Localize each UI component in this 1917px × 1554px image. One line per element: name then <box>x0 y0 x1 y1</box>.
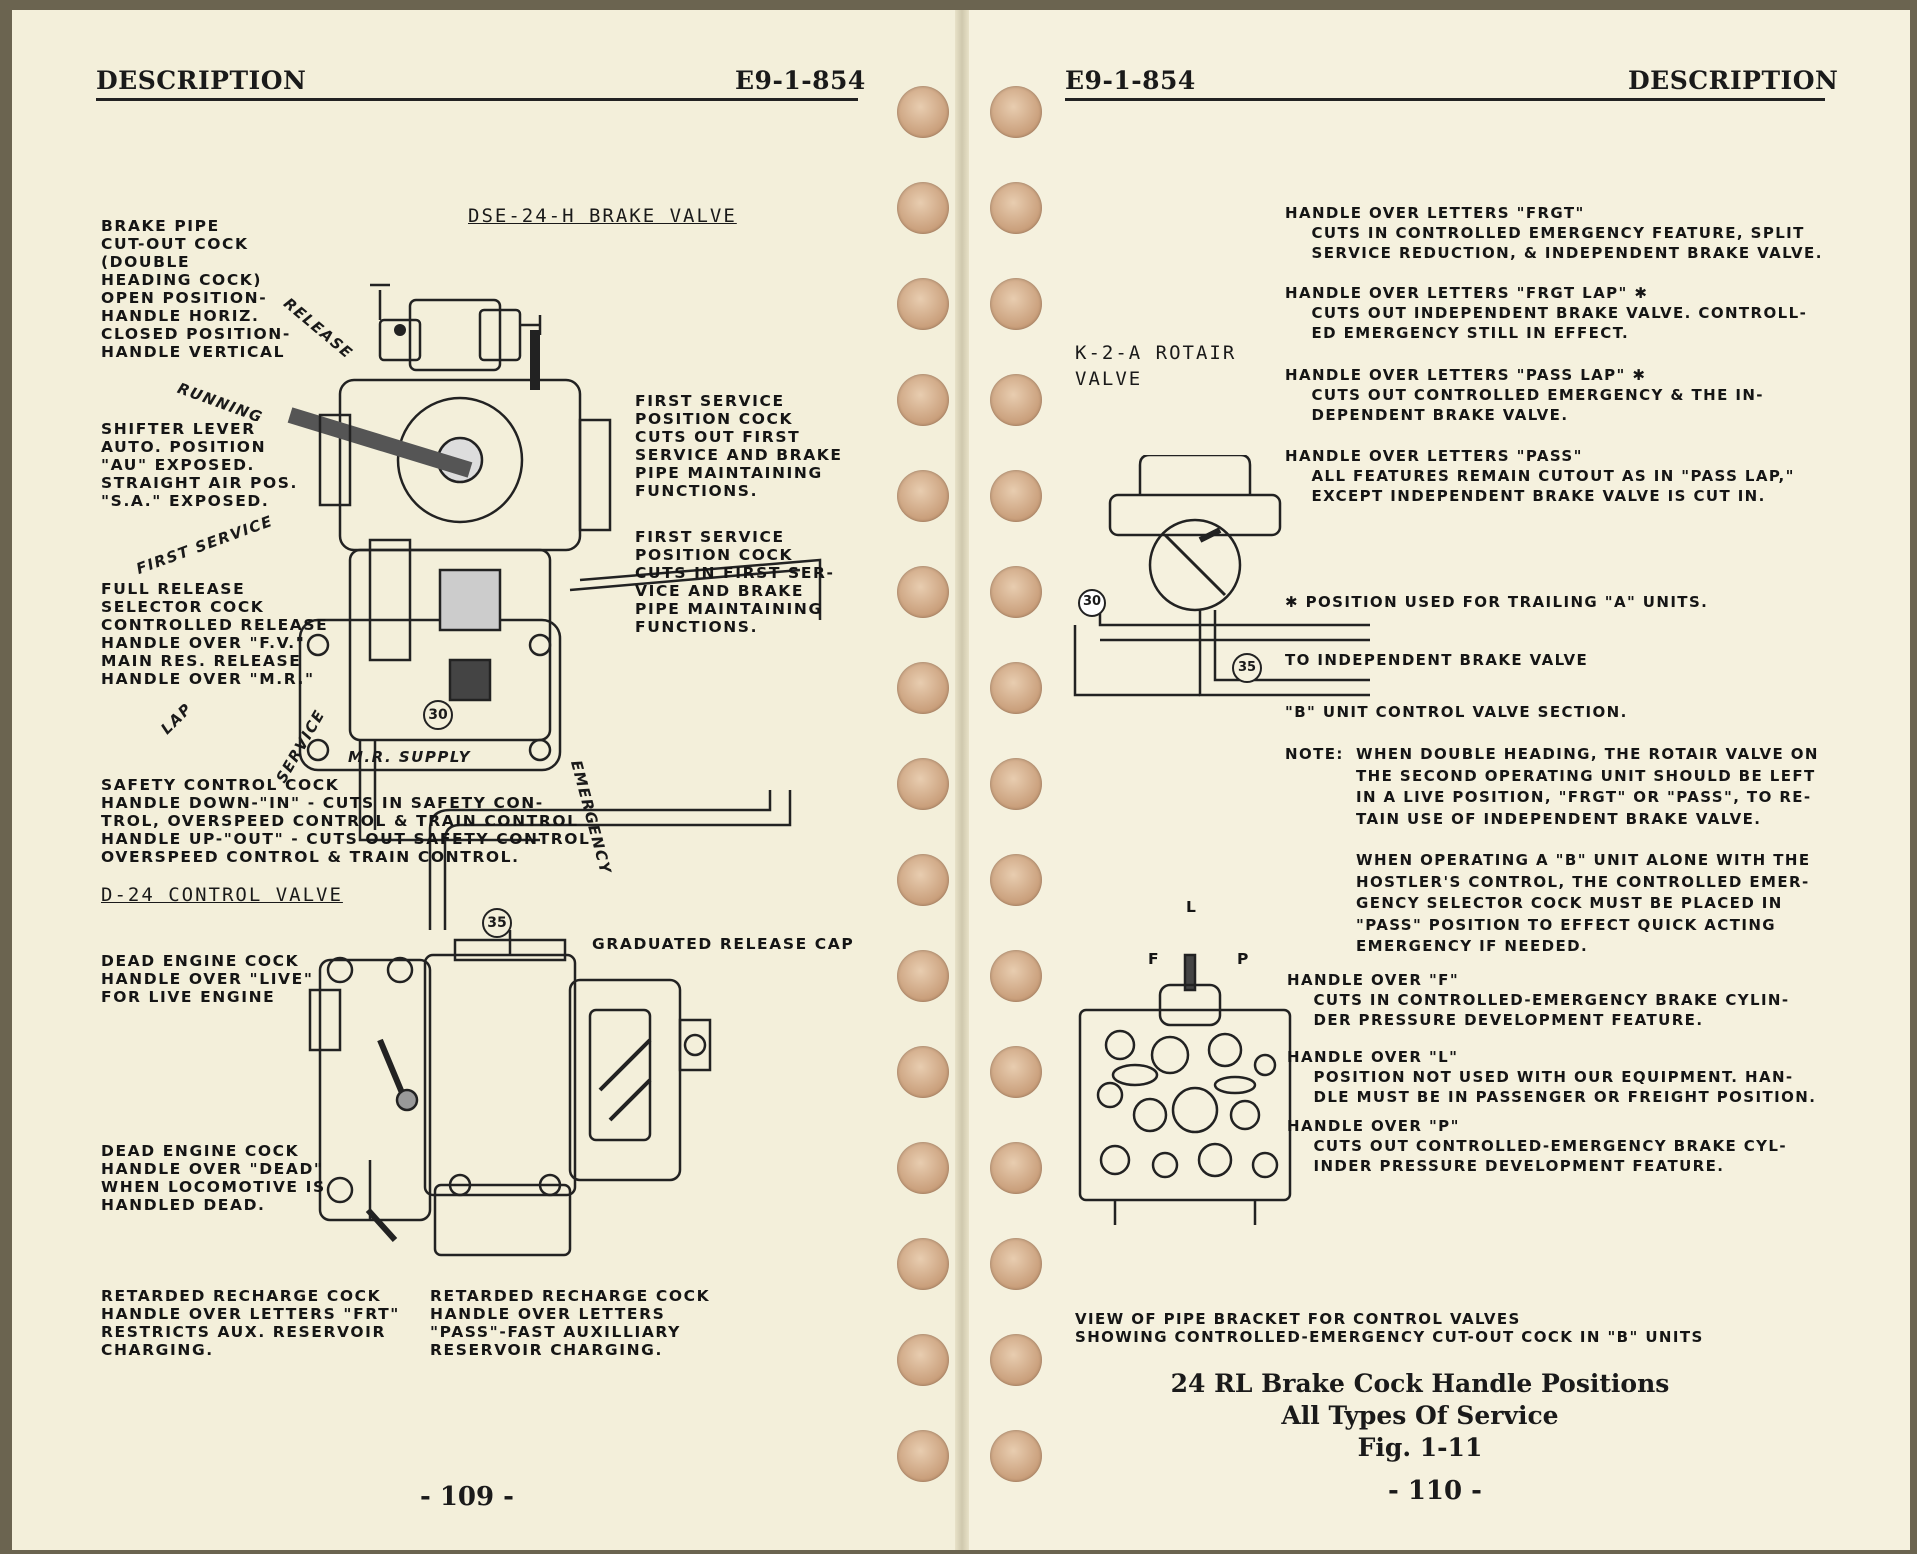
dead-engine-cock-dead: DEAD ENGINE COCK HANDLE OVER "DEAD" WHEN… <box>101 1142 326 1214</box>
trailing-units-note: ✱ POSITION USED FOR TRAILING "A" UNITS. <box>1285 593 1709 611</box>
figure-subtitle: All Types Of Service <box>1281 1401 1559 1430</box>
bracket-letter-l: L <box>1186 898 1198 916</box>
left-header-title: DESCRIPTION <box>96 66 307 95</box>
note-label: NOTE: <box>1285 745 1344 763</box>
handle-over-f: HANDLE OVER "F" CUTS IN CONTROLLED-EMERG… <box>1287 971 1790 1029</box>
safety-control-cock: SAFETY CONTROL COCK HANDLE DOWN-"IN" - C… <box>101 776 591 866</box>
right-header-code: E9-1-854 <box>1065 66 1196 95</box>
left-page <box>12 10 962 1550</box>
first-service-cock-cut-out: FIRST SERVICE POSITION COCK CUTS OUT FIR… <box>635 392 843 500</box>
handle-frgt: HANDLE OVER LETTERS "FRGT" CUTS IN CONTR… <box>1285 204 1823 262</box>
handle-pass-lap: HANDLE OVER LETTERS "PASS LAP" ✱ CUTS OU… <box>1285 366 1764 424</box>
brake-pipe-cutout-cock: BRAKE PIPE CUT-OUT COCK (DOUBLE HEADING … <box>101 217 291 361</box>
retarded-recharge-pass: RETARDED RECHARGE COCK HANDLE OVER LETTE… <box>430 1287 711 1359</box>
first-service-cock-cut-in: FIRST SERVICE POSITION COCK CUTS IN FIRS… <box>635 528 835 636</box>
d-24-title: D-24 CONTROL VALVE <box>101 884 343 906</box>
to-independent-brake-valve: TO INDEPENDENT BRAKE VALVE <box>1285 651 1589 669</box>
right-header-rule <box>1065 98 1825 101</box>
book-spine <box>955 10 969 1550</box>
bracket-letter-f: F <box>1148 950 1161 968</box>
graduated-release-cap: GRADUATED RELEASE CAP <box>592 935 855 953</box>
right-header-title: DESCRIPTION <box>1628 66 1839 95</box>
pipe-30-marker-left: 30 <box>423 700 453 730</box>
figure-number: Fig. 1-11 <box>1357 1433 1483 1462</box>
dse-24-h-title: DSE-24-H BRAKE VALVE <box>468 205 737 227</box>
handle-over-p: HANDLE OVER "P" CUTS OUT CONTROLLED-EMER… <box>1287 1117 1787 1175</box>
dead-engine-cock-live: DEAD ENGINE COCK HANDLE OVER "LIVE" FOR … <box>101 952 314 1006</box>
handle-over-l: HANDLE OVER "L" POSITION NOT USED WITH O… <box>1287 1048 1817 1106</box>
control-valve-drawing <box>308 790 792 1257</box>
pipe-bracket-view-caption: VIEW OF PIPE BRACKET FOR CONTROL VALVES … <box>1075 1310 1704 1346</box>
brake-valve-drawing <box>287 283 822 842</box>
mr-supply-label: M.R. SUPPLY <box>348 748 471 766</box>
shifter-lever-label: SHIFTER LEVER AUTO. POSITION "AU" EXPOSE… <box>101 420 298 510</box>
rotair-valve-drawing <box>1073 455 1370 697</box>
left-page-number: - 109 - <box>420 1482 514 1512</box>
figure-title: 24 RL Brake Cock Handle Positions <box>1170 1369 1670 1398</box>
pipe-30-marker-right: 30 <box>1082 594 1102 609</box>
left-header-rule <box>96 98 858 101</box>
handle-pass: HANDLE OVER LETTERS "PASS" ALL FEATURES … <box>1285 447 1795 505</box>
note-double-heading: WHEN DOUBLE HEADING, THE ROTAIR VALVE ON… <box>1356 745 1819 828</box>
full-release-selector-cock: FULL RELEASE SELECTOR COCK CONTROLLED RE… <box>101 580 329 688</box>
note-b-unit-alone: WHEN OPERATING A "B" UNIT ALONE WITH THE… <box>1356 851 1811 955</box>
pipe-35-marker-right: 35 <box>1232 653 1262 683</box>
k-2-a-rotair-title: K-2-A ROTAIR VALVE <box>1075 342 1237 390</box>
pipe-35-marker-left: 35 <box>482 908 512 938</box>
bracket-letter-p: P <box>1237 950 1250 968</box>
retarded-recharge-frt: RETARDED RECHARGE COCK HANDLE OVER LETTE… <box>101 1287 400 1359</box>
left-header-code: E9-1-854 <box>735 66 866 95</box>
pipe-bracket-drawing <box>1078 953 1292 1225</box>
handle-frgt-lap: HANDLE OVER LETTERS "FRGT LAP" ✱ CUTS OU… <box>1285 284 1808 342</box>
b-unit-control-valve: "B" UNIT CONTROL VALVE SECTION. <box>1285 703 1628 721</box>
right-page-number: - 110 - <box>1388 1476 1482 1506</box>
right-page <box>962 10 1910 1550</box>
